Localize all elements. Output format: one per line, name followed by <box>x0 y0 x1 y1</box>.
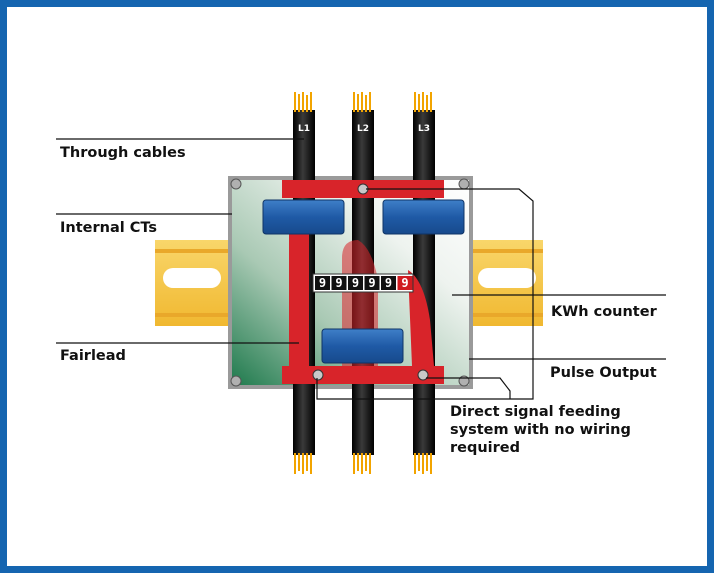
counter-digit-box <box>315 276 330 290</box>
terminal-screw-icon <box>312 369 324 381</box>
fairlead-bar <box>289 232 309 368</box>
ct-l2 <box>321 328 404 364</box>
terminal-screw-icon <box>417 369 429 381</box>
label-direct-signal-1: Direct signal feeding <box>450 404 621 420</box>
label-direct-signal-3: required <box>450 440 520 456</box>
leader-direct-signal-2 <box>426 377 511 399</box>
screw-icon <box>458 178 470 190</box>
label-kwh-counter: KWh counter <box>551 304 658 320</box>
label-pulse-output: Pulse Output <box>550 365 657 381</box>
counter-digit-box <box>397 276 413 290</box>
counter-digit-box <box>348 276 363 290</box>
counter-digit-box <box>331 276 347 290</box>
bottom-busbar <box>282 366 444 384</box>
leader-direct-signal <box>316 188 534 400</box>
counter-digit: 9 <box>385 276 392 290</box>
phase-label-l2: L2 <box>357 124 369 134</box>
label-through-cables: Through cables <box>60 145 186 161</box>
din-rail-slot <box>163 268 221 288</box>
internal-cts <box>262 199 465 364</box>
label-fairlead: Fairlead <box>60 348 126 364</box>
fairlead-right <box>408 270 434 366</box>
counter-digit-box <box>381 276 396 290</box>
counter-digit-box <box>364 276 380 290</box>
counter-digit: 9 <box>368 276 375 290</box>
label-direct-signal-2: system with no wiring <box>450 422 631 438</box>
counter-digit: 9 <box>335 276 342 290</box>
ct-l1 <box>262 199 345 235</box>
leader-lines <box>56 138 666 400</box>
screw-icon <box>230 375 242 387</box>
din-rail-slot <box>478 268 536 288</box>
screw-icon <box>230 178 242 190</box>
phase-label-l3: L3 <box>418 124 430 134</box>
counter-digit: 9 <box>319 276 326 290</box>
ct-l3 <box>382 199 465 235</box>
phase-label-l1: L1 <box>298 124 310 134</box>
counter-digit: 9 <box>401 276 408 290</box>
label-internal-cts: Internal CTs <box>60 220 157 236</box>
counter-digit: 9 <box>352 276 359 290</box>
